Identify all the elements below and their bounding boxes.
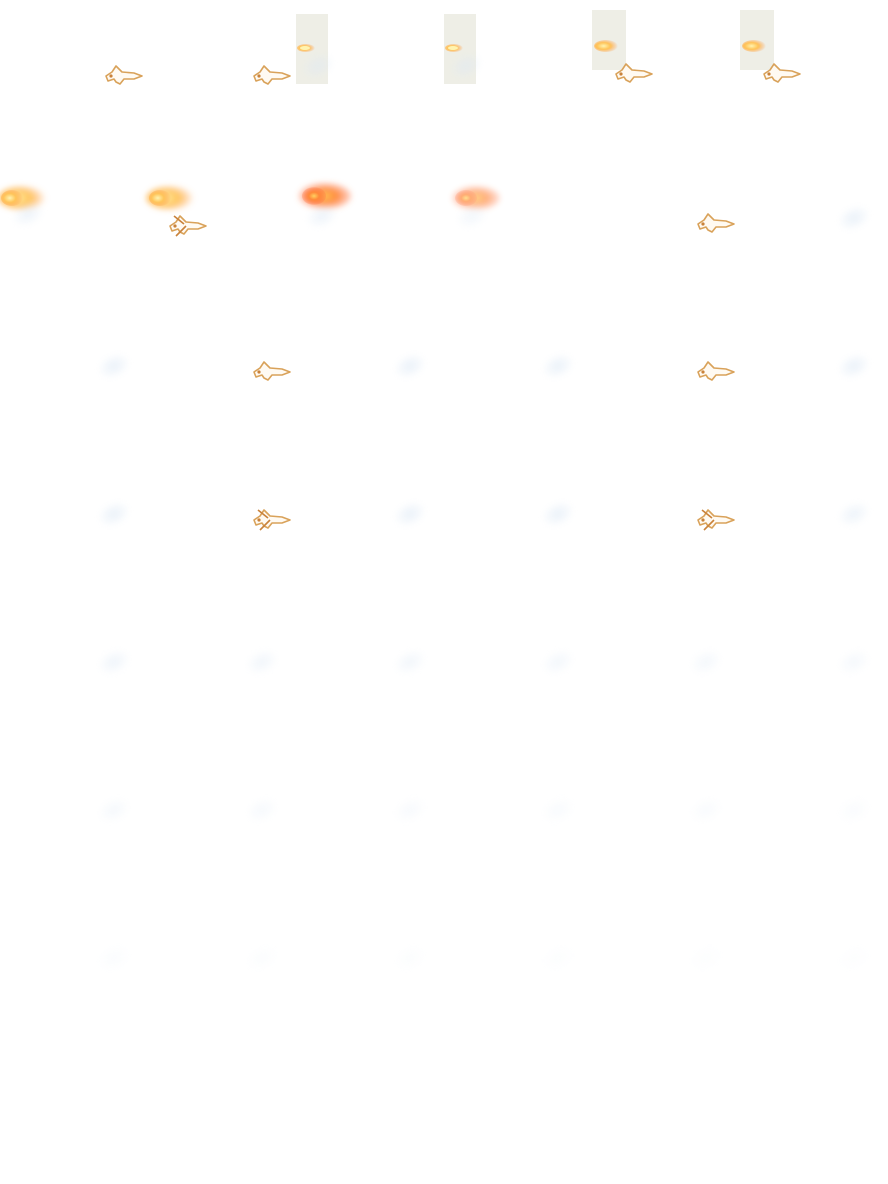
jet-sprite [763,63,801,83]
jet-sprite [253,65,291,85]
smoke-puff [542,797,574,823]
smoke-puff [394,353,426,379]
sprite-frame [296,0,444,148]
jet-sprite [615,63,653,83]
smoke-puff [394,649,426,675]
sprite-frame [592,740,740,888]
sprite-frame [444,0,592,148]
sprite-frame [444,444,592,592]
jet-sprite [697,213,735,233]
smoke-puff [542,353,574,379]
sprite-frame [148,592,296,740]
sprite-frame [592,296,740,444]
smoke-puff [246,649,278,675]
sprite-frame [592,0,740,148]
smoke-puff [98,649,130,675]
sprite-frame [740,148,888,296]
smoke-puff [394,945,426,971]
sprite-frame [296,592,444,740]
smoke-puff [98,945,130,971]
sprite-frame [148,888,296,1036]
sprite-frame [0,444,148,592]
smoke-puff [12,201,44,227]
sprite-frame [444,148,592,296]
smoke-puff [246,797,278,823]
smoke-puff [838,353,870,379]
smoke-puff [690,945,722,971]
smoke-puff [838,501,870,527]
sprite-frame [296,740,444,888]
smoke-puff [690,797,722,823]
sprite-frame [592,444,740,592]
sprite-frame [592,148,740,296]
sprite-frame [148,444,296,592]
sprite-frame [444,740,592,888]
sprite-frame [0,740,148,888]
sprite-frame [0,296,148,444]
sprite-frame [740,0,888,148]
sprite-frame [296,888,444,1036]
sprite-frame [148,740,296,888]
smoke-puff [542,649,574,675]
backdrop-panel [740,10,774,70]
sprite-frame [296,444,444,592]
smoke-puff [98,797,130,823]
sprite-frame [444,296,592,444]
sprite-frame [740,888,888,1036]
smoke-puff [306,203,338,229]
smoke-puff [542,945,574,971]
smoke-puff [838,649,870,675]
jet-sprite [697,361,735,381]
sprite-frame [0,592,148,740]
smoke-puff [838,797,870,823]
smoke-puff [690,649,722,675]
sprite-frame [444,592,592,740]
sprite-frame [740,740,888,888]
sprite-frame [0,0,148,148]
smoke-puff [246,945,278,971]
smoke-puff [98,501,130,527]
smoke-puff [542,501,574,527]
smoke-puff [394,501,426,527]
smoke-puff [98,353,130,379]
sprite-frame [740,296,888,444]
sprite-frame [740,592,888,740]
smoke-puff [838,945,870,971]
smoke-puff [838,205,870,231]
jet-sprite [253,509,291,531]
backdrop-panel [592,10,626,70]
jet-sprite [169,215,207,237]
sprite-frame [444,888,592,1036]
jet-sprite [105,65,143,85]
jet-sprite [253,361,291,381]
sprite-frame [146,148,296,296]
sprite-frame [740,444,888,592]
sprite-frame [148,0,296,148]
sprite-frame [296,296,444,444]
smoke-puff [450,53,482,79]
sprite-frame [148,296,296,444]
sprite-frame [592,888,740,1036]
smoke-puff [456,203,488,229]
smoke-puff [394,797,426,823]
smoke-puff [302,53,334,79]
sprite-frame [592,592,740,740]
sprite-frame [296,148,444,296]
sprite-frame [0,888,148,1036]
jet-sprite [697,509,735,531]
sprite-frame [0,148,148,296]
